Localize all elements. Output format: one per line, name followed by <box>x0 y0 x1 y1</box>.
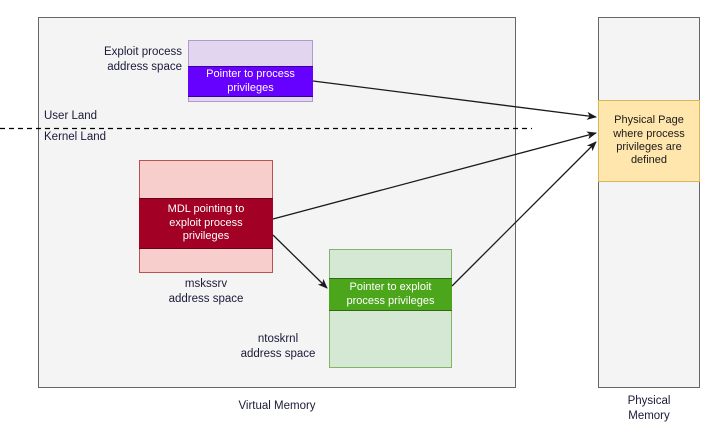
mdl-band-label: MDL pointing to exploit process privileg… <box>167 203 245 243</box>
pointer-to-exploit-process-privileges-band: Pointer to exploit process privileges <box>329 278 452 311</box>
pointer-to-process-privileges-band: Pointer to process privileges <box>188 66 313 97</box>
virtual-memory-title: Virtual Memory <box>238 400 316 412</box>
physical-page-label: Physical Page where process privileges a… <box>613 114 685 167</box>
ntoskrnl-address-space-caption: ntoskrnl address space <box>240 333 316 360</box>
kernel-land-label: Kernel Land <box>44 131 107 143</box>
exploit-process-address-space-label: Exploit process address space <box>104 46 182 74</box>
physical-memory-region <box>598 17 700 388</box>
user-land-label: User Land <box>44 110 98 122</box>
ntoskrnl-band-label: Pointer to exploit process privileges <box>346 281 435 307</box>
pointer-to-process-privileges-label: Pointer to process privileges <box>206 68 295 94</box>
physical-page-band: Physical Page where process privileges a… <box>598 100 700 182</box>
physical-memory-title: Physical Memory <box>627 395 671 422</box>
mskssrv-address-space-caption: mskssrv address space <box>168 278 244 305</box>
mdl-pointing-to-exploit-process-privileges-band: MDL pointing to exploit process privileg… <box>139 198 273 249</box>
